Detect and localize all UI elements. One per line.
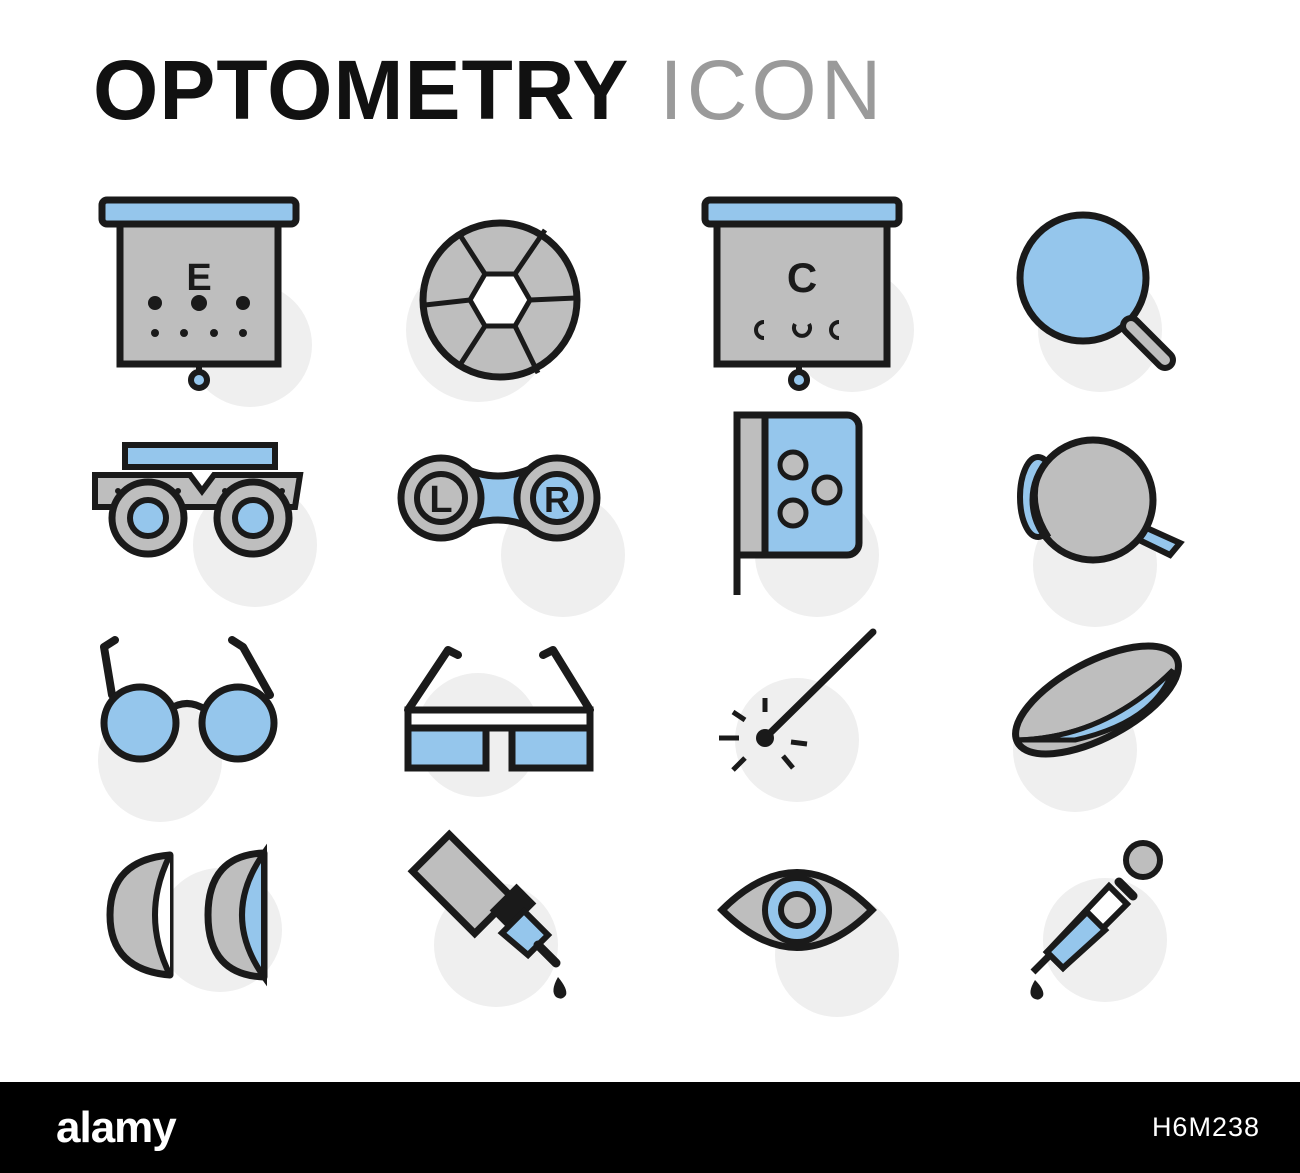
eye-chart-c-icon: C (697, 180, 917, 400)
eye-chart-e-icon: E (90, 180, 312, 407)
lens-case-icon: L R (397, 415, 625, 635)
laser-icon (697, 620, 917, 840)
eye-drops-bottle-icon (398, 815, 618, 1035)
round-glasses-icon (90, 625, 310, 845)
eyeball-icon (1005, 415, 1225, 635)
lens-case-left: L (429, 479, 452, 521)
magnifier-icon (1005, 180, 1225, 400)
contact-lenses-side-icon (90, 835, 310, 1055)
chart-letter-e: E (186, 257, 211, 299)
phoropter-icon (697, 405, 917, 625)
footer-bar: alamy H6M238 (0, 1082, 1300, 1173)
brand-logo: alamy (56, 1102, 177, 1152)
aperture-icon (398, 180, 618, 402)
title-main: OPTOMETRY (93, 43, 630, 137)
page-title: OPTOMETRY ICON (93, 42, 885, 142)
lens-case-right: R (544, 479, 570, 520)
stock-id: H6M238 (1151, 1112, 1260, 1142)
pipette-icon (1005, 830, 1225, 1050)
chart-letter-c: C (787, 254, 817, 301)
eye-icon (697, 840, 917, 1060)
square-glasses-icon (398, 625, 618, 845)
trial-frame-icon (90, 415, 317, 635)
contact-lens-icon (1005, 630, 1225, 850)
title-sub: ICON (659, 43, 886, 137)
